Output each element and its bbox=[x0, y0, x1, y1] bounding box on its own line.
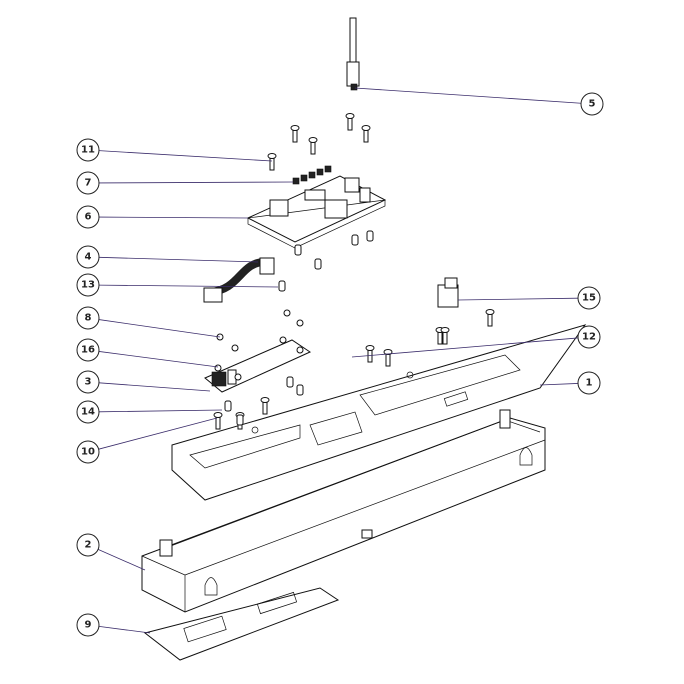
balloon-label: 3 bbox=[85, 377, 92, 388]
part-4-ribbon-cable bbox=[203, 257, 275, 303]
leader-line-6 bbox=[98, 216, 249, 219]
leader-line-5 bbox=[354, 87, 582, 104]
part-5-antenna bbox=[346, 17, 360, 91]
balloon-6: 6 bbox=[76, 205, 100, 229]
screw-head bbox=[267, 153, 277, 159]
fasteners bbox=[213, 113, 495, 430]
leader-line-1 bbox=[539, 383, 579, 386]
screw-head bbox=[361, 125, 371, 131]
balloon-label: 16 bbox=[81, 345, 95, 356]
nut bbox=[231, 344, 239, 352]
balloon-label: 7 bbox=[85, 178, 92, 189]
screw-head bbox=[308, 137, 318, 143]
balloon-label: 11 bbox=[81, 145, 95, 156]
part-2-enclosure bbox=[141, 409, 546, 613]
screw-head bbox=[365, 345, 375, 351]
part-1-plate bbox=[171, 324, 587, 501]
balloon-7: 7 bbox=[76, 171, 100, 195]
leader-line-16 bbox=[98, 351, 219, 368]
leader-line-3 bbox=[98, 382, 211, 392]
leader-line-9 bbox=[98, 626, 151, 634]
screw-head bbox=[345, 113, 355, 119]
nut bbox=[296, 319, 304, 327]
balloon-14: 14 bbox=[76, 400, 100, 424]
balloon-label: 2 bbox=[85, 540, 92, 551]
balloon-label: 10 bbox=[81, 447, 95, 458]
standoff bbox=[236, 414, 244, 426]
part-6-main-pcb bbox=[246, 175, 387, 249]
leader-line-4 bbox=[98, 256, 259, 263]
screw-head bbox=[440, 327, 450, 333]
leader-line-7 bbox=[98, 181, 294, 184]
balloon-label: 8 bbox=[85, 313, 92, 324]
part-7-connectors bbox=[292, 165, 332, 185]
screw-head bbox=[485, 309, 495, 315]
leader-lines bbox=[97, 87, 582, 634]
part-9-front-panel bbox=[143, 587, 340, 661]
balloon-label: 12 bbox=[582, 332, 596, 343]
leader-line-12 bbox=[351, 337, 579, 358]
leader-line-15 bbox=[457, 297, 579, 301]
balloon-label: 9 bbox=[85, 620, 92, 631]
leader-line-10 bbox=[98, 417, 218, 450]
balloon-2: 2 bbox=[76, 533, 100, 557]
balloon-13: 13 bbox=[76, 273, 100, 297]
balloon-label: 6 bbox=[85, 212, 92, 223]
balloon-9: 9 bbox=[76, 613, 100, 637]
standoff bbox=[296, 384, 304, 396]
standoff bbox=[286, 376, 294, 388]
balloon-label: 14 bbox=[81, 407, 95, 418]
balloon-10: 10 bbox=[76, 440, 100, 464]
balloon-15: 15 bbox=[577, 286, 601, 310]
standoff bbox=[351, 234, 359, 246]
part-3-small-pcb bbox=[204, 339, 312, 393]
balloon-3: 3 bbox=[76, 370, 100, 394]
balloon-4: 4 bbox=[76, 245, 100, 269]
part-15-switch bbox=[437, 277, 459, 308]
screw-head bbox=[260, 397, 270, 403]
leader-line-11 bbox=[98, 150, 273, 162]
balloon-label: 5 bbox=[589, 99, 596, 110]
balloon-label: 13 bbox=[81, 280, 95, 291]
standoff bbox=[294, 244, 302, 256]
nut bbox=[283, 309, 291, 317]
nut bbox=[234, 373, 242, 381]
balloon-16: 16 bbox=[76, 338, 100, 362]
standoff bbox=[314, 258, 322, 270]
balloon-12: 12 bbox=[577, 325, 601, 349]
balloons: 5 11 7 6 4 13 15 8 12 16 3 1 14 10 2 9 bbox=[76, 92, 604, 637]
leader-line-14 bbox=[98, 409, 223, 413]
screw-head bbox=[290, 125, 300, 131]
balloon-label: 4 bbox=[85, 252, 92, 263]
balloon-8: 8 bbox=[76, 306, 100, 330]
standoff bbox=[366, 230, 374, 242]
balloon-1: 1 bbox=[577, 371, 601, 395]
nut bbox=[279, 336, 287, 344]
leader-line-8 bbox=[98, 319, 221, 338]
screw-head bbox=[213, 412, 223, 418]
screw-head bbox=[383, 349, 393, 355]
standoff bbox=[278, 280, 286, 292]
nut bbox=[214, 364, 222, 372]
nut bbox=[296, 346, 304, 354]
balloon-label: 1 bbox=[586, 378, 593, 389]
balloon-5: 5 bbox=[580, 92, 604, 116]
balloon-11: 11 bbox=[76, 138, 100, 162]
balloon-label: 15 bbox=[582, 293, 596, 304]
leader-line-13 bbox=[98, 284, 279, 288]
standoff bbox=[224, 400, 232, 412]
leader-line-2 bbox=[97, 549, 146, 571]
